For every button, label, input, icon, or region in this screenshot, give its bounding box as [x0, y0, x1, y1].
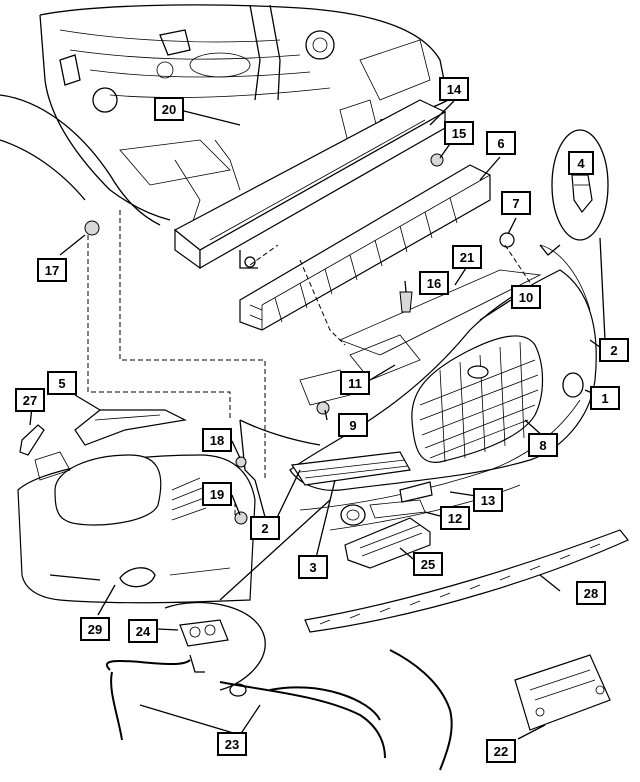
callout-7: 7 — [501, 191, 531, 215]
callout-22: 22 — [486, 739, 516, 763]
bracket-27-illustration — [19, 424, 45, 456]
vehicle-body-illustration — [0, 4, 449, 231]
callout-24: 24 — [128, 619, 158, 643]
callout-27: 27 — [15, 388, 45, 412]
callout-1: 1 — [590, 386, 620, 410]
callout-17: 17 — [37, 258, 67, 282]
callout-6: 6 — [486, 131, 516, 155]
energy-absorber-illustration — [239, 164, 491, 331]
callout-23: 23 — [217, 732, 247, 756]
fog-bezel-illustration — [369, 499, 426, 519]
callout-25: 25 — [413, 552, 443, 576]
callout-14: 14 — [439, 77, 469, 101]
left-fascia-illustration — [17, 451, 256, 604]
callout-16: 16 — [419, 271, 449, 295]
callout-19: 19 — [202, 482, 232, 506]
callout-28: 28 — [576, 581, 606, 605]
detail-circle-illustration — [164, 601, 266, 691]
callout-12: 12 — [440, 506, 470, 530]
callout-13: 13 — [473, 488, 503, 512]
callout-3: 3 — [298, 555, 328, 579]
air-guide-illustration — [344, 517, 431, 569]
callout-21: 21 — [452, 245, 482, 269]
reinforcement-strip-illustration — [304, 529, 629, 633]
callout-29: 29 — [80, 617, 110, 641]
lower-grille-illustration — [290, 451, 411, 486]
callout-15: 15 — [444, 121, 474, 145]
callout-11: 11 — [340, 371, 370, 395]
side-bracket-illustration — [239, 419, 321, 481]
fasteners-illustration — [84, 153, 515, 525]
grille-illustration — [411, 335, 544, 463]
callout-4: 4 — [568, 151, 594, 175]
callout-20: 20 — [154, 97, 184, 121]
reference-lines — [87, 210, 536, 515]
washer-hose-illustration — [105, 649, 453, 771]
callout-2: 2 — [599, 338, 629, 362]
callout-9: 9 — [338, 413, 368, 437]
clip-detail-illustration — [551, 129, 609, 341]
callout-2: 2 — [250, 516, 280, 540]
callout-18: 18 — [202, 428, 232, 452]
bracket-5-illustration — [74, 409, 187, 446]
callout-5: 5 — [47, 371, 77, 395]
license-bracket-illustration — [514, 654, 611, 731]
callout-8: 8 — [528, 433, 558, 457]
callout-10: 10 — [511, 285, 541, 309]
